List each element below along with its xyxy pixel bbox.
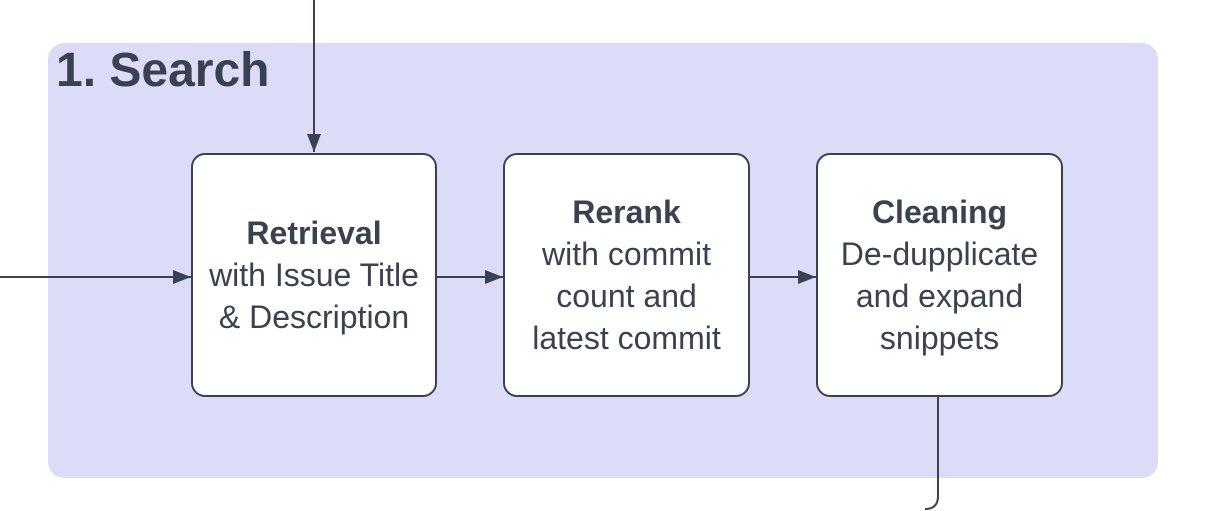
node-cleaning: Cleaning De-dupplicate and expand snippe… xyxy=(816,153,1063,397)
node-subtitle-line: with commit xyxy=(542,236,711,272)
node-subtitle-line: with Issue Title xyxy=(209,257,419,293)
node-title: Cleaning xyxy=(871,194,1008,230)
node-subtitle-line: snippets xyxy=(879,320,1000,356)
node-retrieval: Retrieval with Issue Title & Description xyxy=(191,153,437,397)
node-subtitle-line: De-dupplicate xyxy=(840,236,1039,272)
node-subtitle-line: & Description xyxy=(218,299,410,335)
node-rerank: Rerank with commit count and latest comm… xyxy=(503,153,750,397)
node-subtitle-line: latest commit xyxy=(532,320,721,356)
node-title: Rerank xyxy=(572,194,681,230)
node-subtitle-line: and expand xyxy=(855,278,1024,314)
node-title: Retrieval xyxy=(246,215,382,251)
group-title: 1. Search xyxy=(56,44,270,97)
node-subtitle-line: count and xyxy=(556,278,697,314)
